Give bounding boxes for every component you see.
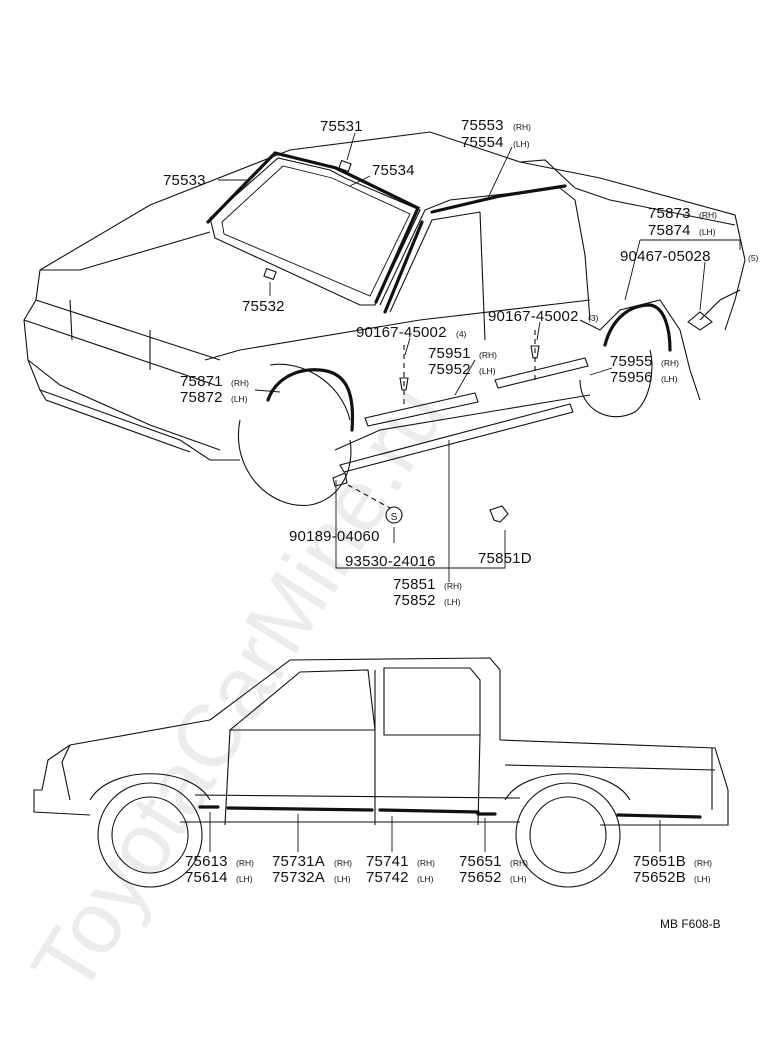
watermark: ToyotaCarMine.ru bbox=[12, 369, 464, 1010]
label-75952: 75952 bbox=[428, 361, 471, 378]
svg-text:(4): (4) bbox=[456, 329, 467, 339]
label-75851: 75851 bbox=[393, 576, 436, 593]
label-75533: 75533 bbox=[163, 172, 206, 189]
label-75741: 75741 bbox=[366, 853, 409, 870]
clip-symbol-s bbox=[385, 506, 403, 524]
label-75614: 75614 bbox=[185, 869, 228, 886]
door-molding-front bbox=[226, 806, 374, 812]
svg-text:(RH): (RH) bbox=[334, 858, 352, 868]
door-molding-rear bbox=[378, 808, 480, 814]
svg-text:(LH): (LH) bbox=[479, 366, 496, 376]
rear-fender-flare bbox=[603, 303, 672, 352]
svg-text:(RH): (RH) bbox=[513, 122, 531, 132]
label-90467-05028: 90467-05028 bbox=[620, 248, 711, 265]
svg-text:(RH): (RH) bbox=[479, 350, 497, 360]
label-75852: 75852 bbox=[393, 592, 436, 609]
label-75553: 75553 bbox=[461, 117, 504, 134]
svg-text:(LH): (LH) bbox=[699, 227, 716, 237]
top-part-labels: 75531 75553 (RH) 75554 (LH) 75533 75534 … bbox=[163, 117, 759, 609]
top-truck-drawing: S bbox=[23, 131, 746, 524]
label-90189-04060: 90189-04060 bbox=[289, 528, 380, 545]
svg-text:(RH): (RH) bbox=[661, 358, 679, 368]
label-75732a: 75732A bbox=[272, 869, 325, 886]
label-75951: 75951 bbox=[428, 345, 471, 362]
bottom-truck-drawing bbox=[33, 657, 729, 888]
svg-text:(RH): (RH) bbox=[231, 378, 249, 388]
bottom-leaders bbox=[209, 812, 661, 852]
svg-text:(RH): (RH) bbox=[699, 210, 717, 220]
bottom-part-labels: 75613 (RH) 75614 (LH) 75731A (RH) 75732A… bbox=[185, 853, 712, 886]
svg-text:(RH): (RH) bbox=[694, 858, 712, 868]
svg-text:(LH): (LH) bbox=[236, 874, 253, 884]
top-leaders bbox=[218, 132, 741, 582]
svg-text:(LH): (LH) bbox=[510, 874, 527, 884]
svg-text:(LH): (LH) bbox=[513, 139, 530, 149]
label-75871: 75871 bbox=[180, 373, 223, 390]
bed-molding-rear bbox=[616, 813, 702, 819]
figure-code: MB F608-B bbox=[660, 917, 721, 931]
label-75613: 75613 bbox=[185, 853, 228, 870]
svg-text:(LH): (LH) bbox=[444, 597, 461, 607]
label-90167-45002-3: 90167-45002 bbox=[488, 308, 579, 325]
screw-3 bbox=[530, 330, 540, 380]
svg-text:(3): (3) bbox=[588, 313, 599, 323]
clip-75532 bbox=[263, 267, 277, 281]
svg-text:(LH): (LH) bbox=[417, 874, 434, 884]
label-75531: 75531 bbox=[320, 118, 363, 135]
clip-75851d bbox=[489, 505, 509, 523]
label-75652b: 75652B bbox=[633, 869, 686, 886]
front-fender-flare bbox=[266, 368, 355, 432]
label-75955: 75955 bbox=[610, 353, 653, 370]
clip-75531 bbox=[338, 159, 352, 173]
windshield-molding bbox=[206, 151, 421, 304]
door-belt-molding bbox=[383, 220, 424, 314]
label-93530-24016: 93530-24016 bbox=[345, 553, 436, 570]
label-75872: 75872 bbox=[180, 389, 223, 406]
label-75731a: 75731A bbox=[272, 853, 325, 870]
label-75956: 75956 bbox=[610, 369, 653, 386]
label-75873: 75873 bbox=[648, 205, 691, 222]
label-75874: 75874 bbox=[648, 222, 691, 239]
clip-90189 bbox=[332, 472, 348, 487]
svg-text:(LH): (LH) bbox=[334, 874, 351, 884]
screw-4 bbox=[399, 345, 409, 405]
svg-text:(5): (5) bbox=[748, 253, 759, 263]
svg-text:(RH): (RH) bbox=[236, 858, 254, 868]
svg-text:(LH): (LH) bbox=[694, 874, 711, 884]
svg-text:S: S bbox=[391, 512, 398, 523]
svg-text:(LH): (LH) bbox=[231, 394, 248, 404]
label-75742: 75742 bbox=[366, 869, 409, 886]
label-90167-45002-4: 90167-45002 bbox=[356, 324, 447, 341]
door-side-molding-rear bbox=[494, 357, 589, 389]
label-75651: 75651 bbox=[459, 853, 502, 870]
door-side-molding-front bbox=[364, 392, 479, 427]
label-75534: 75534 bbox=[372, 162, 415, 179]
svg-text:(LH): (LH) bbox=[661, 374, 678, 384]
svg-text:(RH): (RH) bbox=[510, 858, 528, 868]
clip-90467 bbox=[687, 311, 713, 331]
svg-text:(RH): (RH) bbox=[444, 581, 462, 591]
label-75851d: 75851D bbox=[478, 550, 532, 567]
label-75532: 75532 bbox=[242, 298, 285, 315]
svg-text:(RH): (RH) bbox=[417, 858, 435, 868]
label-75651b: 75651B bbox=[633, 853, 686, 870]
label-75652: 75652 bbox=[459, 869, 502, 886]
rocker-molding bbox=[339, 403, 574, 473]
label-75554: 75554 bbox=[461, 134, 504, 151]
roof-drip-molding bbox=[430, 184, 567, 214]
